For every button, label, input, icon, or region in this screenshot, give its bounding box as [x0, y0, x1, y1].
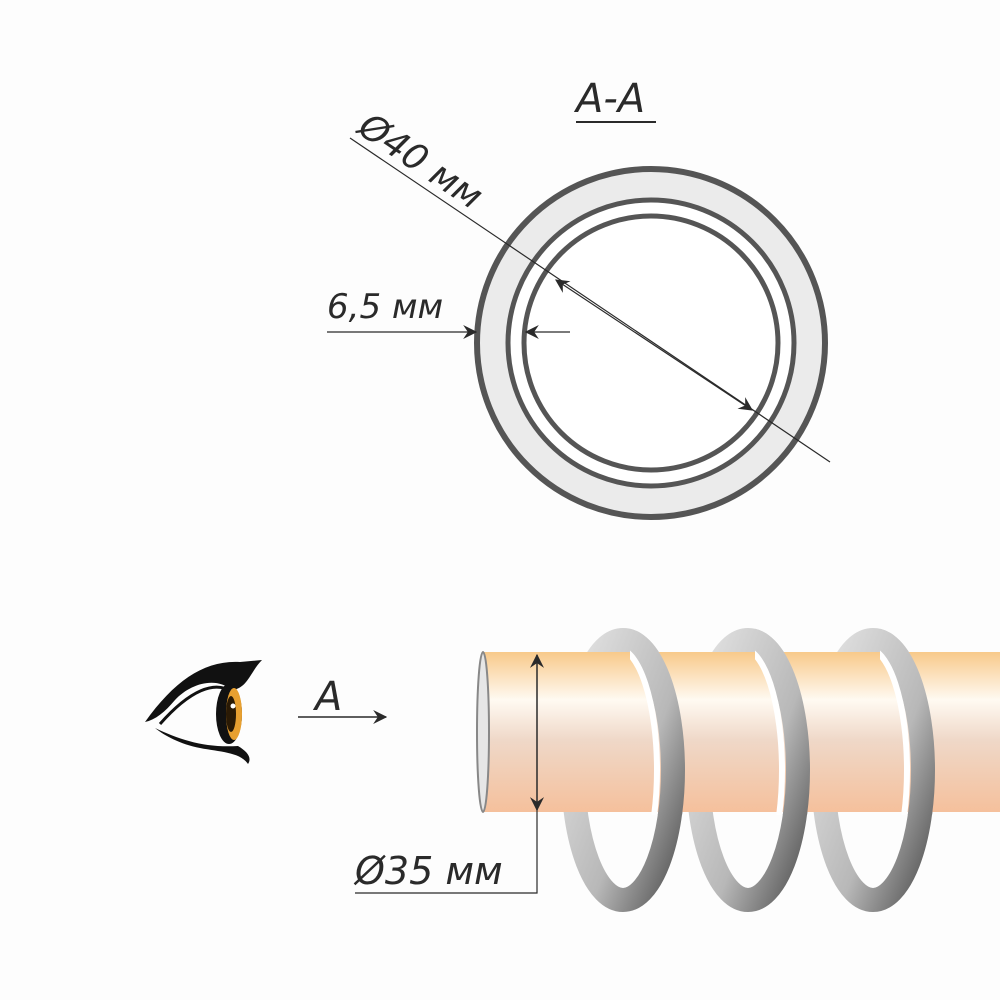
section-view: A-A Ø40 мм 6,5 мм — [327, 76, 831, 520]
wall-thickness-label: 6,5 мм — [327, 287, 443, 327]
section-label: A-A — [573, 76, 645, 122]
rod-diameter-leader — [355, 810, 538, 894]
rod-end — [476, 651, 490, 813]
outer-diameter-label: Ø40 мм — [349, 104, 490, 217]
rings-front — [630, 628, 935, 815]
view-label: A — [312, 674, 342, 720]
rod-diameter-dimension: Ø35 мм — [353, 653, 544, 894]
diameter-dimension-arrows — [555, 279, 753, 411]
view-direction: A — [298, 674, 388, 724]
eye-icon — [145, 660, 262, 764]
rod-diameter-label: Ø35 мм — [353, 849, 503, 893]
